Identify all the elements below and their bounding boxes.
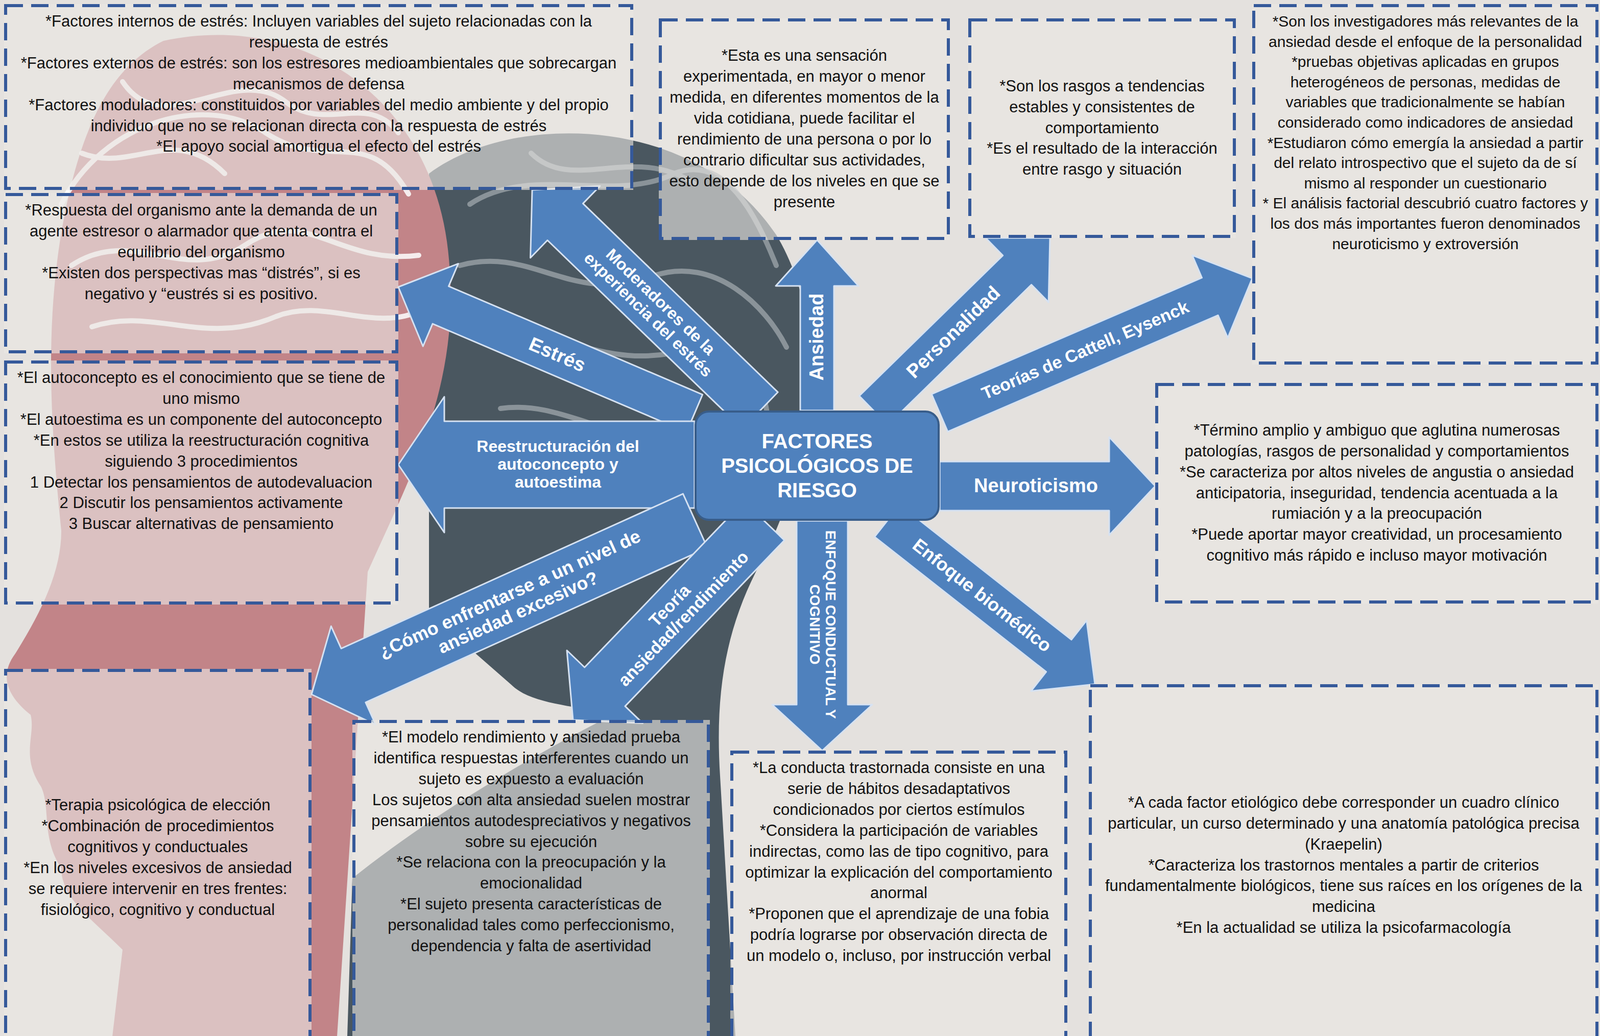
text-group: *Término amplio y ambiguo que aglutina n… [1164, 420, 1590, 567]
box-text: * El análisis factorial descubrió cuatro… [1261, 193, 1590, 254]
arrow-label: Reestructuración del autoconcepto y auto… [456, 437, 661, 492]
box-text: 2 Discutir los pensamientos activamente [13, 492, 390, 514]
arrow-label: Enfoque biomédico [908, 534, 1056, 657]
dashed-outline [1253, 5, 1597, 364]
box-text: *Proponen que el aprendizaje de una fobi… [739, 903, 1059, 967]
note-box: *Respuesta del organismo ante la demanda… [4, 193, 399, 354]
dashed-outline [5, 5, 632, 189]
arrow-label: Neuroticismo [973, 475, 1098, 497]
block-arrow [874, 505, 1095, 692]
arrow-label: Ansiedad [806, 293, 828, 381]
box-text: *El autoconcepto es el conocimiento que … [13, 367, 390, 410]
dashed-outline [731, 752, 1066, 1036]
arrow-label: ¿Cómo enfrentarse a un nivel de ansiedad… [370, 523, 658, 683]
box-text: *Son los rasgos a tendencias estables y … [977, 76, 1227, 139]
note-box: *Esta es una sensación experimentada, en… [658, 18, 950, 241]
dashed-outline [1090, 685, 1597, 1036]
block-arrow [775, 240, 859, 411]
block-arrow [566, 501, 785, 724]
box-text: *pruebas objetivas aplicadas en grupos h… [1261, 51, 1590, 133]
note-box: *El modelo rendimiento y ansiedad prueba… [352, 720, 710, 1036]
box-text: *El sujeto presenta características de p… [361, 894, 701, 958]
arrow-label: Moderadores de la experiencia del estrés [559, 215, 750, 402]
box-text: *En la actualidad se utiliza la psicofar… [1097, 917, 1590, 939]
block-arrow [939, 437, 1156, 536]
central-node: FACTORES PSICOLÓGICOS DE RIESGO [694, 410, 940, 521]
text-group: *El autoconcepto es el conocimiento que … [13, 367, 390, 535]
box-text: *Considera la participación de variables… [739, 820, 1059, 905]
note-box: *La conducta trastornada consiste en una… [730, 750, 1068, 1036]
dashed-outline [5, 362, 397, 604]
dashed-outline [969, 19, 1235, 237]
box-text: Los sujetos con alta ansiedad suelen mos… [361, 790, 701, 853]
note-box: *Son los rasgos a tendencias estables y … [968, 18, 1236, 238]
text-group: *A cada factor etiológico debe correspon… [1097, 792, 1590, 939]
dashed-outline [5, 670, 310, 1036]
box-text: *Se caracteriza por altos niveles de ang… [1164, 462, 1590, 525]
note-box: *Son los investigadores más relevantes d… [1252, 4, 1599, 365]
box-text: *Son los investigadores más relevantes d… [1261, 11, 1590, 52]
block-arrow [772, 520, 873, 751]
box-text: *Término amplio y ambiguo que aglutina n… [1164, 420, 1590, 463]
box-text: *Factores externos de estrés: son los es… [13, 53, 625, 95]
box-text: 1 Detectar los pensamientos de autodeval… [13, 472, 390, 494]
box-text: *Respuesta del organismo ante la demanda… [13, 200, 390, 264]
text-group: *Son los investigadores más relevantes d… [1261, 11, 1590, 254]
box-text: *A cada factor etiológico debe correspon… [1097, 792, 1590, 856]
box-text: *Esta es una sensación experimentada, en… [667, 45, 941, 213]
text-group: *Factores internos de estrés: Incluyen v… [13, 11, 625, 158]
box-text: *Factores internos de estrés: Incluyen v… [13, 11, 625, 54]
dashed-outline [353, 721, 709, 1036]
note-box: *A cada factor etiológico debe correspon… [1088, 684, 1599, 1036]
text-group: *El modelo rendimiento y ansiedad prueba… [361, 727, 701, 958]
text-group: FACTORES PSICOLÓGICOS DE RIESGO [704, 428, 930, 503]
box-text: *Puede aportar mayor creatividad, un pro… [1164, 524, 1590, 567]
box-text: *El apoyo social amortigua el efecto del… [13, 136, 625, 158]
arrow-label: Teoría ansiedad/rendimiento [586, 519, 767, 705]
text-group: *La conducta trastornada consiste en una… [739, 757, 1059, 967]
box-text: *Terapia psicológica de elección [13, 795, 303, 817]
dashed-outline [660, 19, 949, 239]
dashed-outline [5, 194, 397, 352]
arrow-label: Personalidad [902, 281, 1005, 383]
box-text: 3 Buscar alternativas de pensamiento [13, 513, 390, 535]
text-group: *Terapia psicológica de elección*Combina… [13, 795, 303, 921]
arrow-label: Estrés [525, 333, 589, 377]
note-box: *Terapia psicológica de elección*Combina… [4, 669, 312, 1036]
arrow-label: ENFOQUE CONDUCTUAL Y COGNITIVO [806, 530, 839, 720]
box-text: *Estudiaron cómo emergía la ansiedad a p… [1261, 132, 1590, 194]
box-text: *En los niveles excesivos de ansiedad se… [13, 857, 303, 921]
text-group: *Son los rasgos a tendencias estables y … [977, 76, 1227, 181]
box-text: *Combinación de procedimientos cognitivo… [13, 816, 303, 858]
box-text: *Se relaciona con la preocupación y la e… [361, 852, 701, 895]
central-title: FACTORES PSICOLÓGICOS DE RIESGO [704, 428, 930, 503]
box-text: *En estos se utiliza la reestructuración… [13, 430, 390, 473]
box-text: *El autoestima es un componente del auto… [13, 409, 390, 431]
box-text: *La conducta trastornada consiste en una… [739, 757, 1059, 821]
box-text: *El modelo rendimiento y ansiedad prueba… [361, 727, 701, 791]
box-text: *Existen dos perspectivas mas “distrés”,… [13, 263, 390, 305]
text-group: *Respuesta del organismo ante la demanda… [13, 200, 390, 305]
box-text: *Es el resultado de la interacción entre… [977, 138, 1227, 181]
text-group: *Esta es una sensación experimentada, en… [667, 45, 941, 213]
box-text: *Factores moduladores: constituidos por … [13, 94, 625, 137]
dashed-outline [1156, 384, 1597, 603]
box-text: *Caracteriza los trastornos mentales a p… [1097, 855, 1590, 919]
note-box: *El autoconcepto es el conocimiento que … [4, 360, 399, 605]
note-box: *Término amplio y ambiguo que aglutina n… [1155, 383, 1599, 604]
note-box: *Factores internos de estrés: Incluyen v… [4, 4, 634, 190]
